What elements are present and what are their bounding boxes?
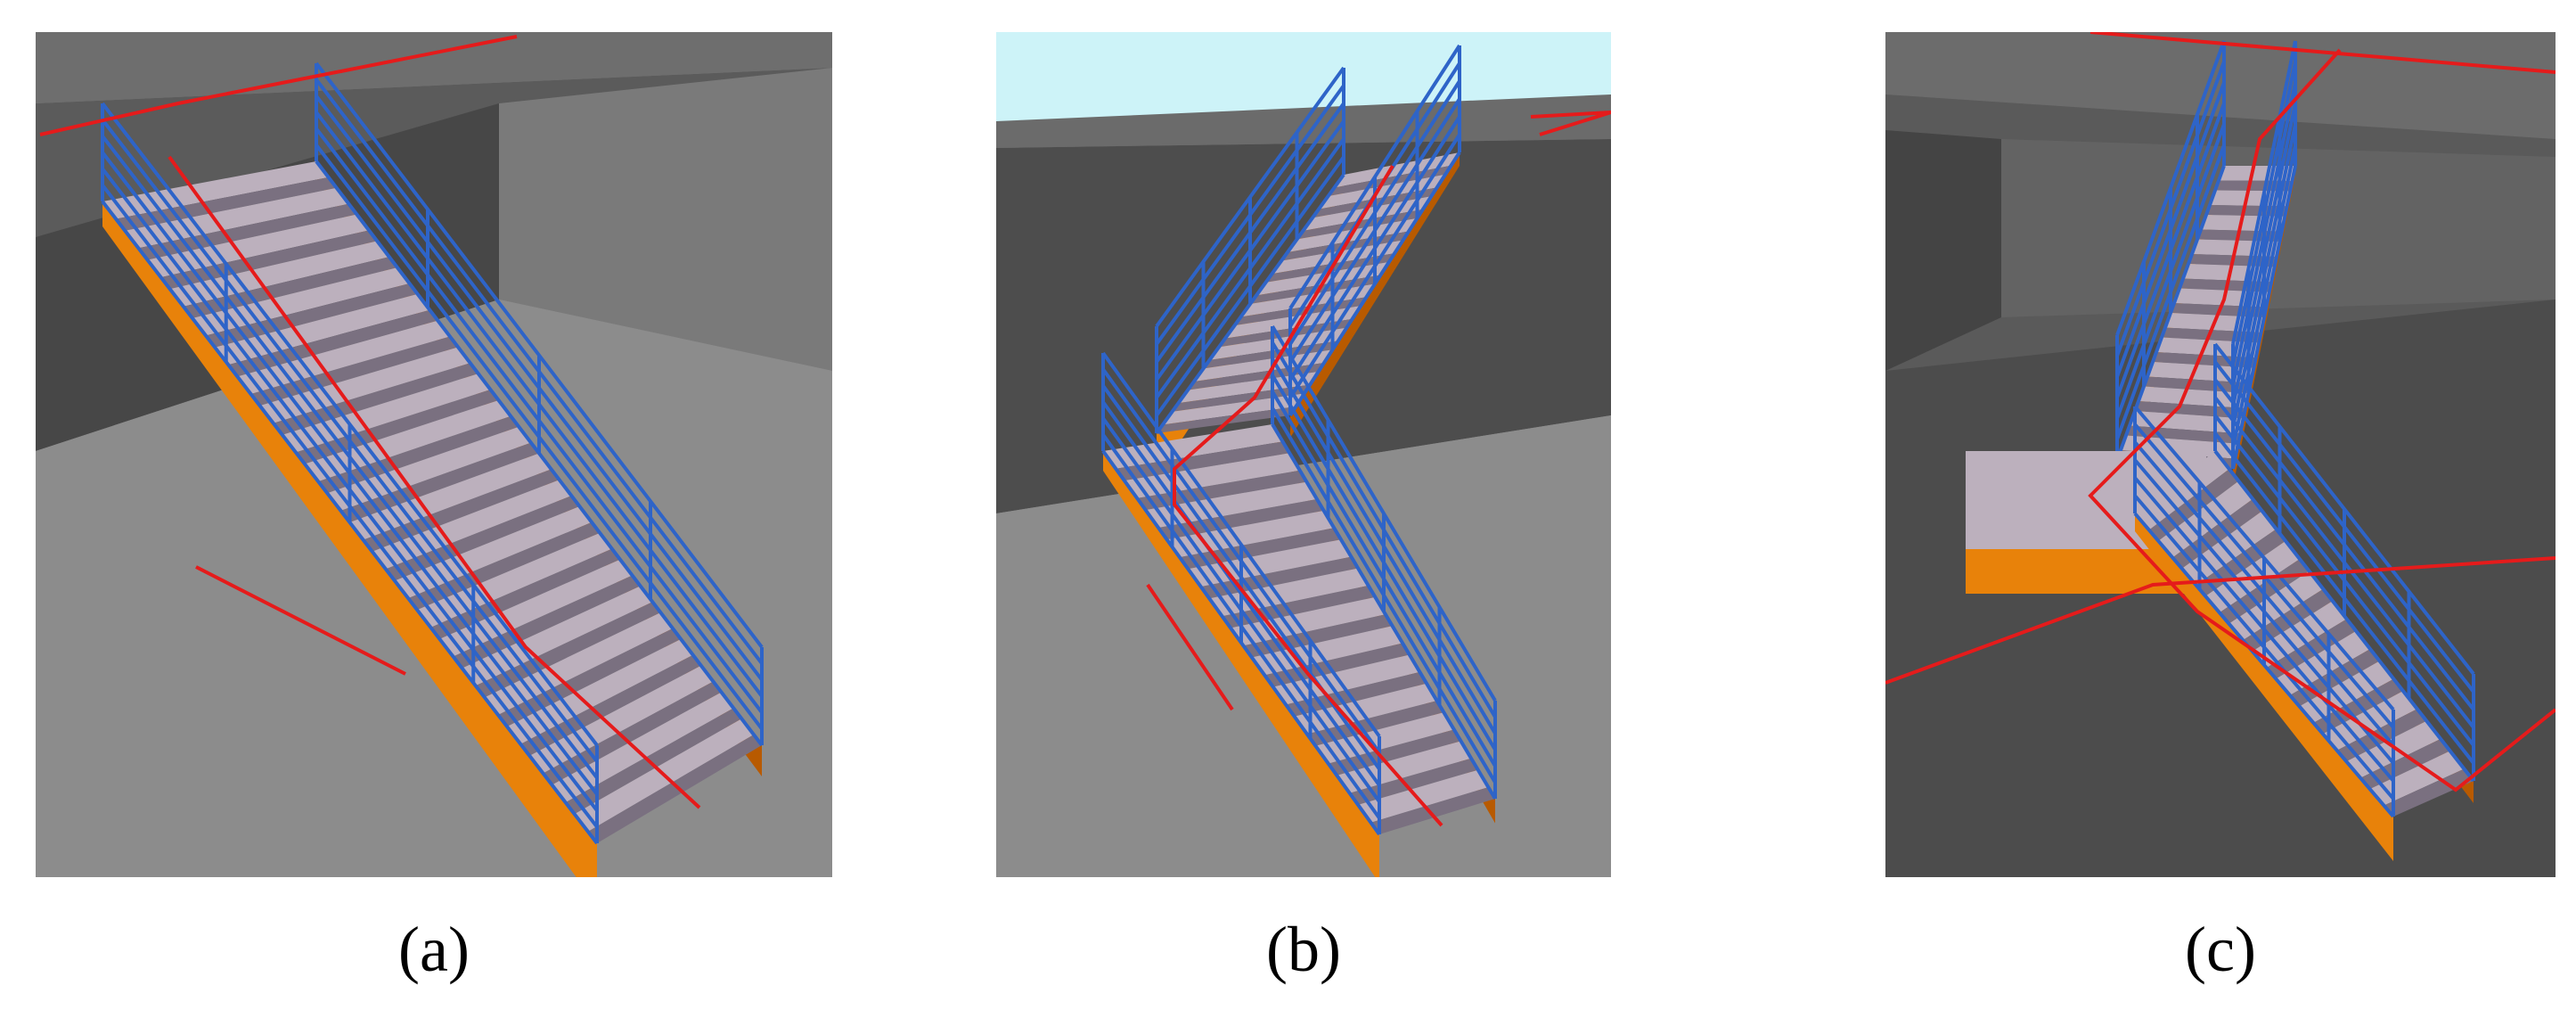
stair-render-a-svg [36, 32, 832, 877]
panel-caption-c: (c) [2185, 914, 2256, 985]
panel-caption-b: (b) [1266, 914, 1341, 985]
stair-render-c [1885, 32, 2556, 877]
straight-staircase [101, 62, 764, 877]
stair-render-b-svg [996, 32, 1611, 877]
stair-render-b [996, 32, 1611, 877]
panel-caption-a: (a) [398, 914, 470, 985]
winder-staircase [1101, 44, 1497, 877]
stair-render-a [36, 32, 832, 877]
stair-render-c-svg [1885, 32, 2556, 877]
